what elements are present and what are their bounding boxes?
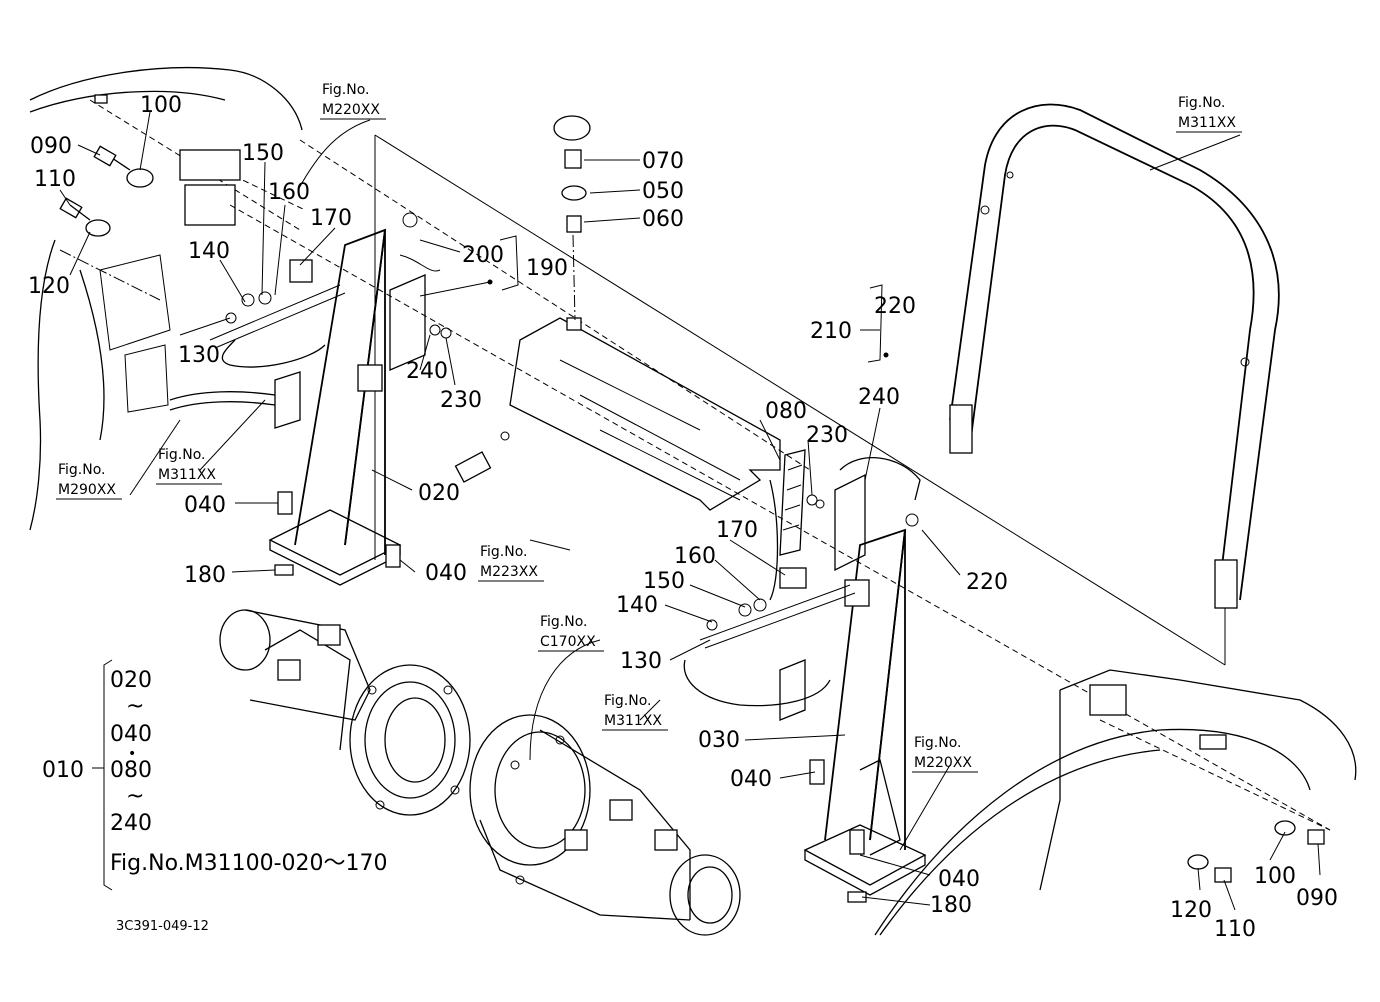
- svg-text:Fig.No.: Fig.No.: [604, 693, 652, 709]
- callout-040-c: 040: [730, 767, 772, 792]
- callout-240: 240: [406, 359, 448, 384]
- callout-210: 210: [810, 319, 852, 344]
- assembly-legend: 010 020 ~ 040 • 080 ~ 240 Fig.No.M31100-…: [42, 668, 388, 876]
- callout-170: 170: [310, 206, 352, 231]
- figref-m290: Fig.No. M290XX: [56, 462, 122, 500]
- leader-lines: [59, 111, 1321, 911]
- svg-text:Fig.No.: Fig.No.: [322, 82, 370, 98]
- legend-020: 020: [110, 668, 152, 693]
- callout-170-b: 170: [716, 518, 758, 543]
- legend-080: 080: [110, 758, 152, 783]
- drawing-code: 3C391-049-12: [116, 919, 209, 934]
- figref-m220-top: Fig.No. M220XX: [320, 82, 386, 120]
- guide-plate: [769, 449, 806, 601]
- callout-140: 140: [188, 239, 230, 264]
- legend-240: 240: [110, 811, 152, 836]
- callout-150: 150: [242, 141, 284, 166]
- figref-c170: Fig.No. C170XX: [538, 614, 604, 652]
- callout-120-b: 120: [1170, 898, 1212, 923]
- svg-text:Fig.No.: Fig.No.: [158, 447, 206, 463]
- svg-text:M311XX: M311XX: [1178, 115, 1236, 131]
- roll-bar: [949, 103, 1280, 609]
- callout-220-b: 220: [966, 570, 1008, 595]
- figref-m223: Fig.No. M223XX: [478, 544, 544, 582]
- svg-text:Fig.No.: Fig.No.: [480, 544, 528, 560]
- callout-160-b: 160: [674, 544, 716, 569]
- legend-tilde-1: ~: [126, 694, 144, 719]
- figure-references: Fig.No. M220XX Fig.No. M311XX Fig.No. M3…: [56, 82, 1242, 773]
- figref-m311-top-right: Fig.No. M311XX: [1176, 95, 1242, 133]
- callout-180-b: 180: [930, 893, 972, 918]
- callout-180-a: 180: [184, 563, 226, 588]
- callout-240-b: 240: [858, 385, 900, 410]
- figref-m220-bottom: Fig.No. M220XX: [912, 735, 978, 773]
- callout-130: 130: [178, 343, 220, 368]
- svg-text:M223XX: M223XX: [480, 564, 538, 580]
- callout-060: 060: [642, 207, 684, 232]
- callout-030: 030: [698, 728, 740, 753]
- callout-090: 090: [30, 134, 72, 159]
- svg-text:M220XX: M220XX: [914, 755, 972, 771]
- center-plate: [454, 317, 781, 511]
- left-axle-housing: [219, 609, 471, 816]
- callout-labels: 100 090 110 120 150 160 170 140 130 200 …: [28, 93, 1338, 942]
- callout-190: 190: [526, 256, 568, 281]
- knob-stack: [553, 115, 591, 321]
- legend-040: 040: [110, 722, 152, 747]
- right-bracket: [683, 457, 927, 903]
- figref-m311-bottom: Fig.No. M311XX: [602, 693, 668, 731]
- figref-m311-left: Fig.No. M311XX: [156, 447, 222, 485]
- callout-050: 050: [642, 179, 684, 204]
- callout-150-b: 150: [643, 569, 685, 594]
- left-fender: [29, 66, 306, 531]
- right-fender: [874, 669, 1357, 936]
- svg-text:M311XX: M311XX: [158, 467, 216, 483]
- callout-140-b: 140: [616, 593, 658, 618]
- legend-dot: •: [128, 746, 136, 762]
- callout-080: 080: [765, 399, 807, 424]
- legend-tilde-2: ~: [126, 784, 144, 809]
- callout-110: 110: [34, 167, 76, 192]
- right-hardware: [1187, 820, 1325, 883]
- callout-120: 120: [28, 274, 70, 299]
- right-axle-housing: [469, 714, 741, 936]
- callout-090-b: 090: [1296, 886, 1338, 911]
- svg-text:C170XX: C170XX: [540, 634, 596, 650]
- left-bracket: [169, 212, 452, 586]
- svg-text:Fig.No.: Fig.No.: [1178, 95, 1226, 111]
- callout-040-d: 040: [938, 867, 980, 892]
- rear-panel-outline: [229, 134, 1331, 831]
- callout-040-b: 040: [425, 561, 467, 586]
- callout-020: 020: [418, 481, 460, 506]
- legend-assembly: 010: [42, 758, 84, 783]
- svg-text:M311XX: M311XX: [604, 713, 662, 729]
- group-brackets: [92, 235, 883, 891]
- legend-note: Fig.No.M31100-020～170: [110, 851, 388, 876]
- callout-230: 230: [440, 388, 482, 413]
- svg-text:Fig.No.: Fig.No.: [914, 735, 962, 751]
- callout-070: 070: [642, 149, 684, 174]
- svg-text:M290XX: M290XX: [58, 482, 116, 498]
- callout-100: 100: [140, 93, 182, 118]
- callout-130-b: 130: [620, 649, 662, 674]
- svg-text:M220XX: M220XX: [322, 102, 380, 118]
- svg-text:Fig.No.: Fig.No.: [540, 614, 588, 630]
- callout-110-b: 110: [1214, 917, 1256, 942]
- callout-230-b: 230: [806, 423, 848, 448]
- callout-100-b: 100: [1254, 864, 1296, 889]
- callout-040-a: 040: [184, 493, 226, 518]
- svg-text:Fig.No.: Fig.No.: [58, 462, 106, 478]
- callout-220-a: 220: [874, 294, 916, 319]
- callout-160: 160: [268, 180, 310, 205]
- callout-200: 200: [462, 243, 504, 268]
